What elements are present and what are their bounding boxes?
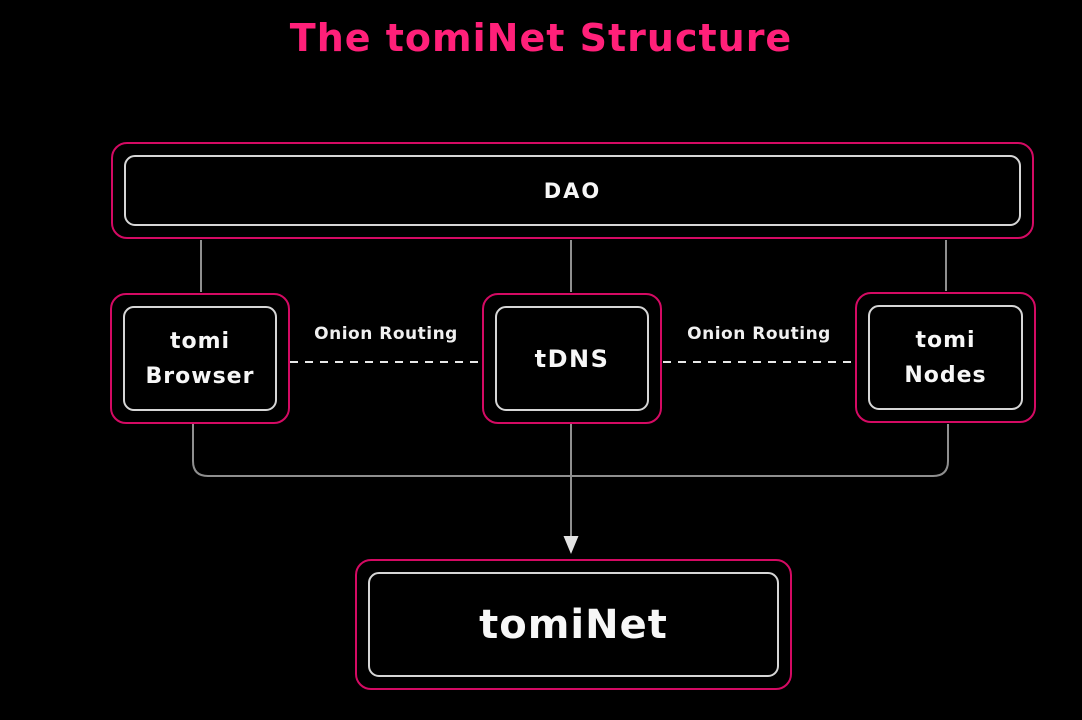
node-dao-label: DAO bbox=[543, 178, 602, 203]
node-tomi-browser-label-line2: Browser bbox=[145, 363, 255, 389]
node-tomi-browser: tomi Browser bbox=[110, 293, 290, 424]
node-tdns-inner: tDNS bbox=[495, 306, 649, 411]
node-tdns: tDNS bbox=[482, 293, 662, 424]
node-dao-inner: DAO bbox=[124, 155, 1021, 226]
edge-label-onion-routing-right: Onion Routing bbox=[687, 324, 831, 344]
node-tominet-inner: tomiNet bbox=[368, 572, 779, 677]
node-tominet-label: tomiNet bbox=[479, 601, 668, 648]
node-tomi-nodes-label-line1: tomi bbox=[915, 327, 976, 353]
node-dao: DAO bbox=[111, 142, 1034, 239]
node-tomi-nodes-label-line2: Nodes bbox=[904, 362, 987, 388]
diagram-title: The tomiNet Structure bbox=[289, 16, 793, 60]
node-tominet: tomiNet bbox=[355, 559, 792, 690]
node-tomi-browser-inner: tomi Browser bbox=[123, 306, 277, 411]
node-tomi-nodes-inner: tomi Nodes bbox=[868, 305, 1023, 410]
arrow-down-icon bbox=[563, 536, 579, 554]
edge-label-onion-routing-left: Onion Routing bbox=[314, 324, 458, 344]
node-tomi-browser-label-line1: tomi bbox=[169, 328, 231, 354]
node-tdns-label: tDNS bbox=[534, 344, 610, 373]
node-tomi-nodes: tomi Nodes bbox=[855, 292, 1036, 423]
